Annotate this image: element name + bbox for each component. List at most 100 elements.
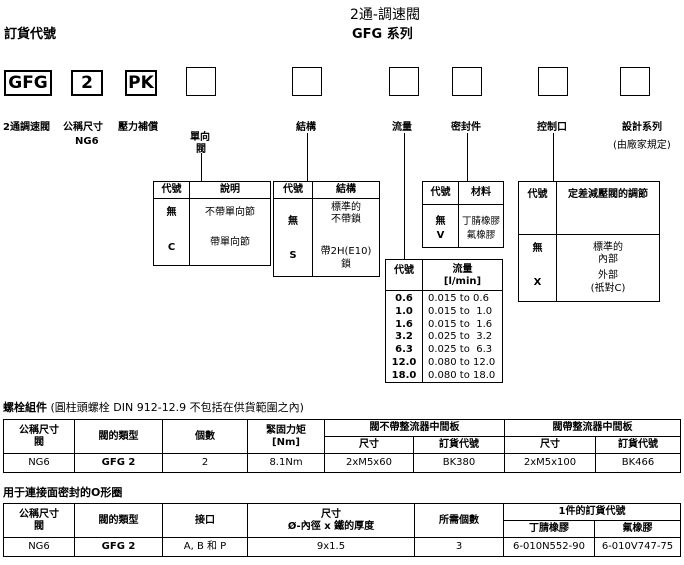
bolt-table: 公稱尺寸閥 閥的類型 個數 緊固力矩[Nm] 閥不帶整流器中間板 閥帶整流器中間…	[3, 419, 681, 473]
oring-h-port: 接口	[162, 503, 248, 538]
seal-table-r2c1: V	[436, 230, 445, 241]
control-table-r2c1: X	[533, 277, 542, 288]
control-table-r2c2a: 外部	[598, 270, 618, 281]
flow-row-code: 18.0	[391, 369, 417, 381]
control-table-h2: 定差減壓閥的調節	[568, 189, 648, 200]
seal-table-r1c1: 無	[435, 216, 446, 227]
check-table-h1: 代號	[161, 184, 182, 195]
bolt-code2: BK466	[595, 453, 681, 473]
bolt-dim2: 2xM5x100	[504, 453, 596, 473]
bolt-section-title: 螺栓組件 (圓柱頭螺栓 DIN 912-12.9 不包括在供貨範圍之內)	[3, 399, 304, 415]
check-table-r1c2: 不帶單向節	[205, 207, 255, 218]
bolt-h-dim2: 尺寸	[504, 436, 596, 454]
oring-port: A, B 和 P	[162, 537, 248, 557]
flow-row-range: 0.025 to 3.2	[428, 331, 493, 343]
flow-row-code: 1.6	[395, 318, 413, 330]
page-title-line1: 2通-調速閥	[350, 7, 420, 23]
oring-nbr: 6-010N552-90	[503, 537, 595, 557]
bolt-size: NG6	[3, 453, 75, 473]
oring-h-nbr: 丁腈橡膠	[503, 520, 595, 538]
flow-row-range: 0.080 to 12.0	[428, 357, 496, 368]
struct-table-r2c1: S	[289, 250, 297, 261]
label-check-valve-b: 閥	[196, 144, 206, 155]
oring-h-fkm: 氟橡膠	[594, 520, 681, 538]
check-table-r2c2: 帶單向節	[210, 237, 250, 248]
flow-row-range: 0.080 to 18.0	[428, 369, 496, 381]
label-pressure-comp: 壓力補償	[118, 122, 158, 133]
seal-table-h1: 代號	[430, 187, 451, 198]
check-table-r2c1: C	[167, 242, 176, 253]
bolt-h-size: 公稱尺寸閥	[3, 419, 75, 454]
bolt-h-no-plate: 閥不帶整流器中間板	[324, 419, 505, 437]
struct-table-h1: 代號	[283, 184, 303, 195]
struct-table-r2c2b: 鎖	[341, 259, 351, 270]
bolt-code1: BK380	[413, 453, 505, 473]
code-box-structure	[292, 67, 322, 96]
control-table-r2c2b: (祇對C)	[590, 283, 626, 294]
connector-check	[201, 153, 202, 181]
label-check-valve-a: 單向	[190, 132, 210, 143]
oring-h-type: 閥的類型	[74, 503, 163, 538]
flow-row-range: 0.015 to 1.0	[428, 305, 493, 317]
code-box-flow	[389, 67, 419, 96]
structure-table: 代號 結構 無 標準的 不帶鎖 S 帶2H(E10) 鎖	[273, 181, 380, 277]
bolt-h-torque: 緊固力矩[Nm]	[247, 419, 325, 454]
oring-qty: 3	[414, 537, 504, 557]
struct-table-r1c1: 無	[288, 216, 298, 227]
bolt-h-type: 閥的類型	[74, 419, 163, 454]
code-box-seal	[452, 67, 482, 96]
check-table-r1c1: 無	[166, 207, 177, 218]
bolt-h-dim1: 尺寸	[324, 436, 414, 454]
oring-fkm: 6-010V747-75	[594, 537, 681, 557]
bolt-h-count: 個數	[162, 419, 248, 454]
flow-row-range: 0.015 to 0.6	[428, 293, 489, 304]
flow-row-code: 3.2	[395, 331, 413, 343]
check-table-h2: 說明	[220, 184, 240, 195]
struct-table-r1c2b: 不帶鎖	[331, 214, 361, 225]
bolt-h-order2: 訂貨代號	[595, 436, 681, 454]
bolt-h-order1: 訂貨代號	[413, 436, 505, 454]
label-nominal-size: 公稱尺寸	[63, 122, 103, 133]
seal-table-r1c2: 丁腈橡膠	[461, 216, 500, 227]
oring-h-size: 公稱尺寸閥	[3, 503, 75, 538]
control-table-r1c2b: 內部	[598, 254, 618, 265]
label-by-manufacturer: (由廠家規定)	[613, 140, 671, 151]
flow-row-range: 0.015 to 1.6	[428, 318, 493, 330]
oring-size: NG6	[3, 537, 75, 557]
control-table-r1c2a: 標準的	[593, 242, 623, 253]
connector-flow	[404, 133, 405, 259]
flow-row-range: 0.025 to 6.3	[428, 344, 493, 356]
label-design-series: 設計系列	[622, 122, 662, 133]
flow-row-code: 0.6	[395, 293, 413, 304]
bolt-type: GFG 2	[74, 453, 163, 473]
label-control-port: 控制口	[537, 122, 567, 133]
flow-table-h2b: [l/min]	[443, 276, 482, 287]
oring-h-order: 1件的訂貨代號	[503, 503, 681, 521]
control-table-h1: 代號	[527, 189, 548, 200]
oring-type: GFG 2	[74, 537, 163, 557]
connector-control	[553, 133, 554, 181]
seal-table-h2: 材料	[471, 187, 491, 198]
oring-dim: 9x1.5	[247, 537, 415, 557]
struct-table-r1c2a: 標準的	[331, 202, 361, 213]
connector-structure	[307, 133, 308, 181]
label-flow: 流量	[392, 122, 412, 133]
struct-table-r2c2a: 帶2H(E10)	[320, 246, 372, 257]
code-box-pk: PK	[125, 70, 157, 96]
bolt-title-rest: (圓柱頭螺栓 DIN 912-12.9 不包括在供貨範圍之內)	[47, 401, 304, 414]
code-box-series	[620, 67, 650, 96]
bolt-count: 2	[162, 453, 248, 473]
order-code-title: 訂貨代號	[4, 27, 57, 42]
control-table-r1c1: 無	[532, 243, 543, 254]
code-box-size: 2	[71, 70, 103, 96]
label-structure: 結構	[296, 122, 316, 133]
flow-row-code: 6.3	[395, 344, 413, 356]
code-box-control	[538, 67, 568, 96]
flow-table-h2a: 流量	[452, 264, 473, 275]
connector-seal	[467, 133, 468, 181]
struct-table-h2: 結構	[336, 184, 356, 195]
label-seal: 密封件	[451, 122, 481, 133]
bolt-torque: 8.1Nm	[247, 453, 325, 473]
